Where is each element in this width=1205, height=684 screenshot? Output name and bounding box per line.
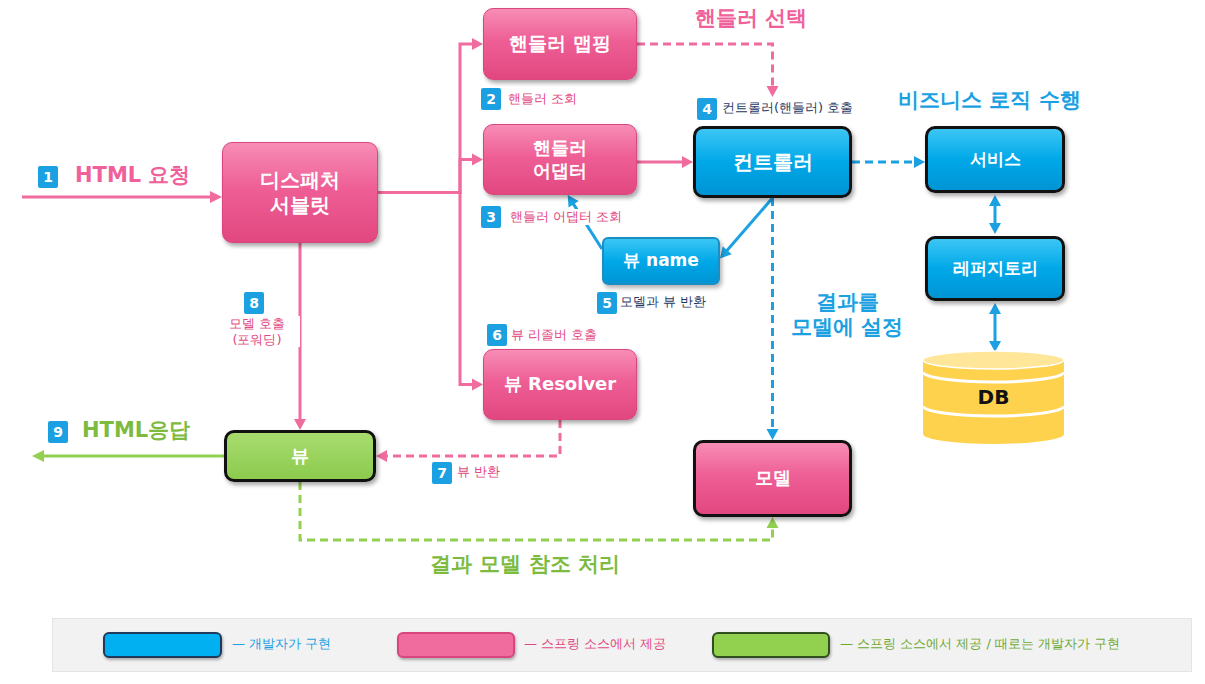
annotation-text: HTML 요청 [75, 163, 191, 188]
request-arrowhead [210, 191, 222, 203]
node-label: 핸들러 어댑터 [525, 137, 595, 182]
view-box: 뷰 [224, 430, 376, 482]
response-arrowhead [32, 450, 44, 462]
connector-line [852, 161, 916, 164]
arrowhead [989, 303, 1001, 314]
arrowhead [989, 195, 1001, 206]
arrowhead [720, 246, 732, 258]
node-label: 레퍼지토리 [953, 258, 1038, 279]
connector-line [378, 193, 474, 385]
cylinder-body [923, 360, 1064, 444]
node-label: 디스패처 서블릿 [255, 168, 345, 218]
arrowhead [767, 429, 779, 440]
arrowhead [767, 86, 779, 97]
edge-label: 모델 호출 (포워딩) [214, 316, 300, 347]
response-line [43, 455, 224, 458]
connector [989, 195, 1001, 234]
legend-text: — 개발자가 구현 [232, 636, 331, 652]
connector [637, 44, 779, 97]
arrowhead [472, 379, 483, 391]
arrowhead [914, 156, 925, 168]
callout-number: 9 [48, 421, 68, 443]
callout-number: 8 [244, 292, 264, 314]
edge-label: 뷰 반환 [457, 464, 500, 480]
callout-number: 5 [597, 292, 617, 314]
node-label: 핸들러 맵핑 [509, 32, 611, 56]
connector [767, 198, 779, 440]
connector-line [637, 44, 773, 88]
edge-label: 핸들러 선택 [695, 6, 807, 31]
arrowhead [294, 419, 306, 430]
annotation-text: 모델과 뷰 반환 [620, 294, 706, 310]
connector [376, 420, 560, 462]
annotation-text: 비즈니스 로직 수행 [898, 88, 1081, 113]
edge-label: 결과를 모델에 설정 [782, 290, 912, 340]
connector [720, 198, 773, 259]
legend-text: — 스프링 소스에서 제공 [524, 636, 666, 652]
annotation-text: 뷰 리졸버 호출 [511, 327, 597, 343]
legend-text: — 스프링 소스에서 제공 / 때로는 개발자가 구현 [840, 636, 1120, 652]
cylinder-top [923, 351, 1064, 369]
database-cylinder: DB [922, 350, 1065, 445]
node-label: 뷰 name [623, 250, 699, 271]
node-label: 뷰 Resolver [504, 373, 616, 396]
arrowhead [767, 517, 779, 528]
handler-adapter-box: 핸들러 어댑터 [483, 124, 637, 195]
callout-number: 4 [697, 98, 717, 120]
arrowhead [568, 195, 579, 208]
view-resolver-box: 뷰 Resolver [483, 349, 637, 420]
node-label: 뷰 [291, 445, 309, 468]
connector-line [994, 312, 997, 343]
connector-line [994, 204, 997, 225]
annotation-text: 핸들러 어댑터 조회 [508, 209, 624, 225]
legend-swatch [397, 632, 515, 658]
annotation-text: 컨트롤러(핸들러) 호출 [722, 100, 853, 116]
connector [378, 38, 483, 193]
legend-swatch [712, 632, 830, 658]
connector-line [385, 420, 560, 456]
connector-line [378, 160, 474, 193]
node-label: DB [978, 385, 1010, 410]
view-name-box: 뷰 name [602, 237, 720, 285]
arrowhead [989, 223, 1001, 234]
request-line [22, 196, 211, 199]
connector-line [637, 161, 684, 164]
connector [378, 154, 483, 193]
connector [852, 156, 925, 168]
model-box: 모델 [693, 440, 852, 517]
annotation-text: 핸들러 조회 [508, 91, 577, 107]
legend-swatch [103, 632, 222, 658]
handler-mapping-box: 핸들러 맵핑 [483, 8, 637, 80]
cylinder-band [923, 372, 1064, 382]
connector [637, 156, 693, 168]
repository-box: 레퍼지토리 [925, 236, 1065, 301]
callout-number: 2 [481, 88, 501, 110]
node-label: 서비스 [970, 149, 1021, 170]
connector-line [771, 198, 774, 431]
callout-number: 7 [432, 462, 452, 484]
controller-box: 컨트롤러 [693, 126, 852, 198]
service-box: 서비스 [925, 126, 1065, 193]
arrowhead [682, 156, 693, 168]
node-label: 컨트롤러 [733, 150, 813, 175]
connector [378, 193, 483, 391]
dispatcher-servlet-box: 디스패처 서블릿 [222, 142, 378, 243]
edge-label: 결과 모델 참조 처리 [430, 552, 620, 577]
annotation-text: HTML응답 [82, 418, 190, 443]
arrowhead [472, 154, 483, 166]
node-label: 모델 [755, 467, 791, 490]
callout-number: 6 [487, 324, 507, 346]
callout-number: 3 [481, 206, 501, 228]
arrowhead [472, 38, 483, 50]
connector [989, 303, 1001, 352]
callout-number: 1 [38, 166, 58, 188]
connector-line [726, 198, 773, 252]
arrowhead [376, 450, 387, 462]
connector-line [378, 44, 474, 193]
